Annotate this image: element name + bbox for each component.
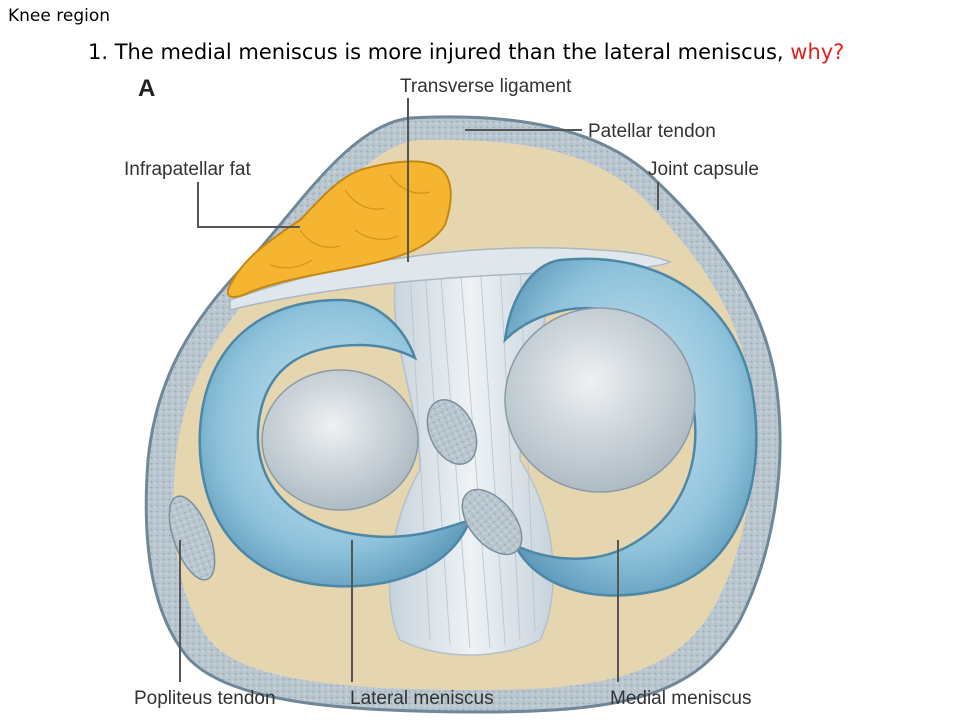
fat-lobule-lines (269, 174, 431, 269)
figure-panel-letter: A (138, 75, 155, 102)
joint-capsule-label: Joint capsule (648, 159, 759, 180)
transverse-ligament-label: Transverse ligament (400, 76, 572, 97)
anterior-cruciate-cut-end (426, 399, 478, 465)
medial-articular-cartilage (504, 307, 696, 493)
posterior-cruciate-cut-end (461, 488, 523, 556)
medial-meniscus-shape (503, 257, 758, 597)
infrapatellar-fat-leader (197, 182, 300, 228)
lateral-articular-cartilage (261, 369, 419, 511)
question-line: 1. The medial meniscus is more injured t… (88, 40, 844, 64)
infrapatellar-fat-pad (226, 160, 452, 298)
patellar-tendon-label: Patellar tendon (588, 121, 716, 142)
infrapatellar-fat-label: Infrapatellar fat (124, 159, 251, 180)
question-text: The medial meniscus is more injured than… (114, 40, 784, 64)
popliteus-tendon-cut-end (168, 495, 216, 581)
popliteus-tendon-label: Popliteus tendon (134, 688, 276, 709)
medial-meniscus-label: Medial meniscus (610, 688, 752, 709)
slide-section-label: Knee region (8, 6, 111, 26)
lateral-meniscus-label: Lateral meniscus (350, 688, 494, 709)
question-number: 1. (88, 40, 109, 64)
lateral-meniscus-shape (198, 298, 473, 588)
question-emphasis: why? (790, 40, 845, 64)
